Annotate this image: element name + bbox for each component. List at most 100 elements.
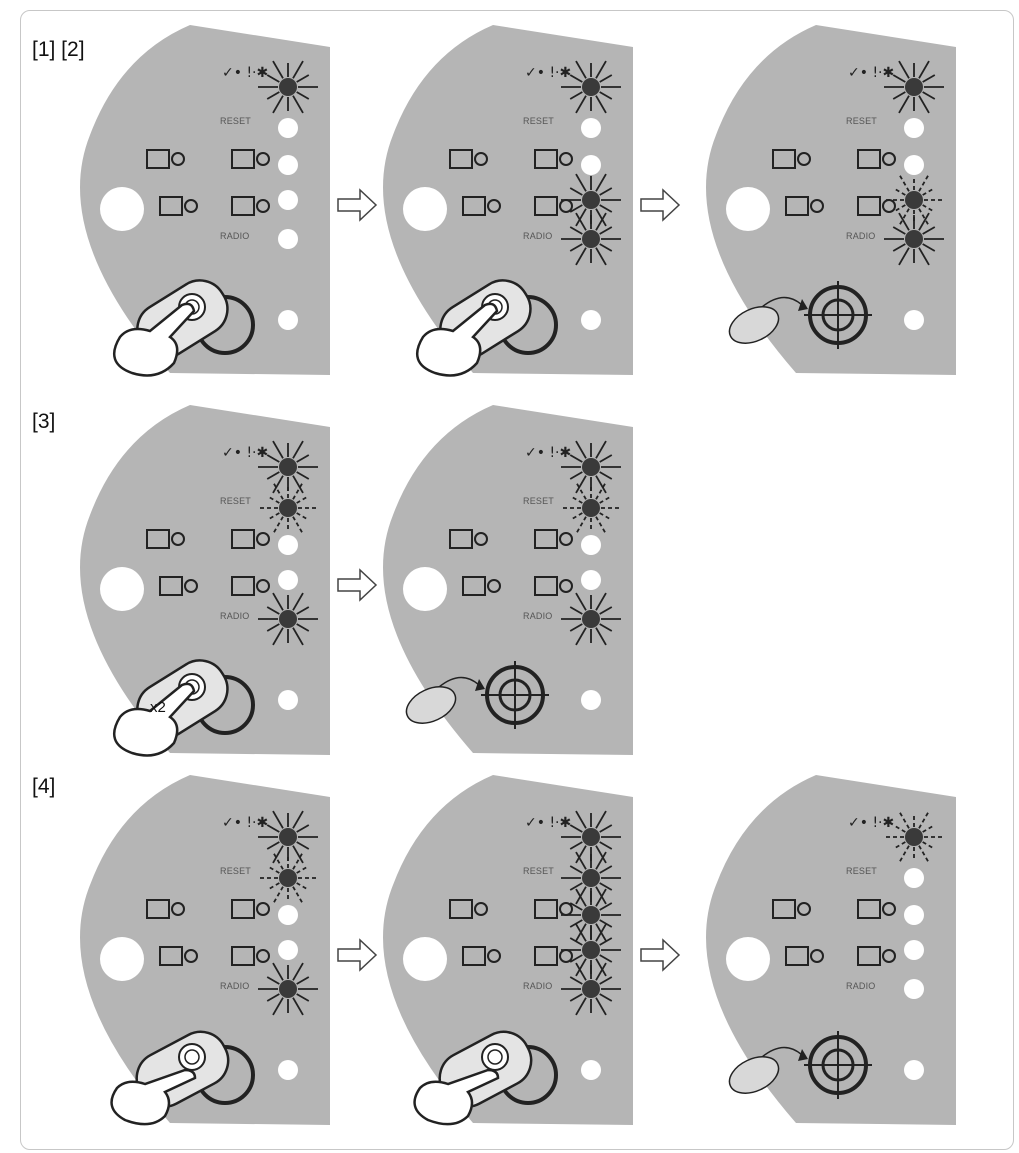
- led-burst-1: [884, 60, 944, 114]
- reset-label: RESET: [220, 496, 251, 506]
- led-3: [278, 155, 298, 175]
- led-burst-4: [561, 923, 621, 977]
- step-label-1-2: [1] [2]: [32, 38, 85, 61]
- led-4: [278, 570, 298, 590]
- status-icons: ✓• !·✱: [848, 65, 894, 81]
- mode-icon-2: [534, 529, 558, 549]
- mode-icon-sym-3: [487, 949, 501, 963]
- control-panel-3: ✓• !·✱ RESET RADIO: [706, 25, 956, 375]
- led-burst-5: [561, 962, 621, 1016]
- panel-hole: [403, 937, 447, 981]
- led-2: [582, 869, 600, 887]
- mode-icon-4: [534, 946, 558, 966]
- hand-icon: [110, 1068, 197, 1126]
- led-burst-2: [561, 851, 621, 905]
- led-burst-5: [561, 592, 621, 646]
- reset-label: RESET: [846, 116, 877, 126]
- panel-hole: [403, 567, 447, 611]
- led-3: [581, 155, 601, 175]
- mode-icon-3: [159, 576, 183, 596]
- step-label-3: [3]: [32, 410, 56, 433]
- radio-label: RADIO: [523, 611, 553, 621]
- mode-icon-2: [534, 149, 558, 169]
- led-3: [904, 155, 924, 175]
- radio-label: RADIO: [846, 231, 876, 241]
- led-5: [905, 230, 923, 248]
- led-burst-5: [884, 212, 944, 266]
- panel-body: [706, 25, 956, 375]
- mode-icon-sym-2: [256, 902, 270, 916]
- led-3: [278, 905, 298, 925]
- mode-icon-3: [159, 946, 183, 966]
- mode-icon-3: [159, 196, 183, 216]
- led-burst-dashed-2: [258, 851, 318, 905]
- remote-icon: [728, 281, 872, 349]
- led-1: [279, 458, 297, 476]
- mode-icon-sym-1: [171, 152, 185, 166]
- hand-icon: [415, 302, 499, 377]
- led-1: [582, 458, 600, 476]
- step-arrow-3: [337, 568, 378, 602]
- mode-icon-sym-2: [256, 532, 270, 546]
- led-4: [582, 191, 600, 209]
- panel-hole: [100, 937, 144, 981]
- led-burst-dashed-2: [561, 481, 621, 535]
- panel-hole: [726, 937, 770, 981]
- led-2: [278, 118, 298, 138]
- mode-icon-3: [462, 576, 486, 596]
- led-bottom: [904, 310, 924, 330]
- led-2: [582, 499, 600, 517]
- mode-icon-3: [785, 946, 809, 966]
- mode-icon-sym-3: [810, 199, 824, 213]
- hand-icon: [112, 682, 196, 757]
- radio-label: RADIO: [220, 981, 250, 991]
- panel-hole: [100, 187, 144, 231]
- led-1: [279, 828, 297, 846]
- mode-icon-sym-1: [474, 532, 488, 546]
- mode-icon-4: [231, 576, 255, 596]
- led-bottom: [278, 1060, 298, 1080]
- led-burst-dashed-2: [258, 481, 318, 535]
- mode-icon-4: [231, 196, 255, 216]
- mode-icon-4: [857, 196, 881, 216]
- panel-body: [706, 775, 956, 1125]
- led-bottom: [278, 310, 298, 330]
- led-burst-1: [258, 60, 318, 114]
- status-icons: ✓• !·✱: [525, 815, 571, 831]
- status-icons: ✓• !·✱: [525, 65, 571, 81]
- mode-icon-4: [534, 196, 558, 216]
- mode-icon-sym-2: [559, 152, 573, 166]
- led-5: [904, 979, 924, 999]
- led-4: [278, 940, 298, 960]
- status-icons: ✓• !·✱: [222, 815, 268, 831]
- led-5: [279, 610, 297, 628]
- mode-icon-4: [231, 946, 255, 966]
- status-icons: ✓• !·✱: [222, 65, 268, 81]
- mode-icon-2: [857, 899, 881, 919]
- mode-icon-1: [449, 899, 473, 919]
- step-arrow-2: [640, 188, 681, 222]
- panel-body: [80, 775, 330, 1125]
- led-2: [279, 499, 297, 517]
- panel-body: [383, 775, 633, 1125]
- mode-icon-1: [146, 899, 170, 919]
- mode-icon-3: [462, 946, 486, 966]
- hand-icon: [112, 302, 196, 377]
- mode-icon-2: [231, 149, 255, 169]
- mode-icon-2: [534, 899, 558, 919]
- mode-icon-sym-4: [256, 199, 270, 213]
- led-burst-5: [258, 962, 318, 1016]
- mode-icon-sym-1: [171, 532, 185, 546]
- led-burst-5: [258, 592, 318, 646]
- mode-icon-sym-1: [171, 902, 185, 916]
- led-1: [582, 78, 600, 96]
- mode-icon-sym-4: [256, 949, 270, 963]
- led-4: [582, 941, 600, 959]
- led-1: [905, 78, 923, 96]
